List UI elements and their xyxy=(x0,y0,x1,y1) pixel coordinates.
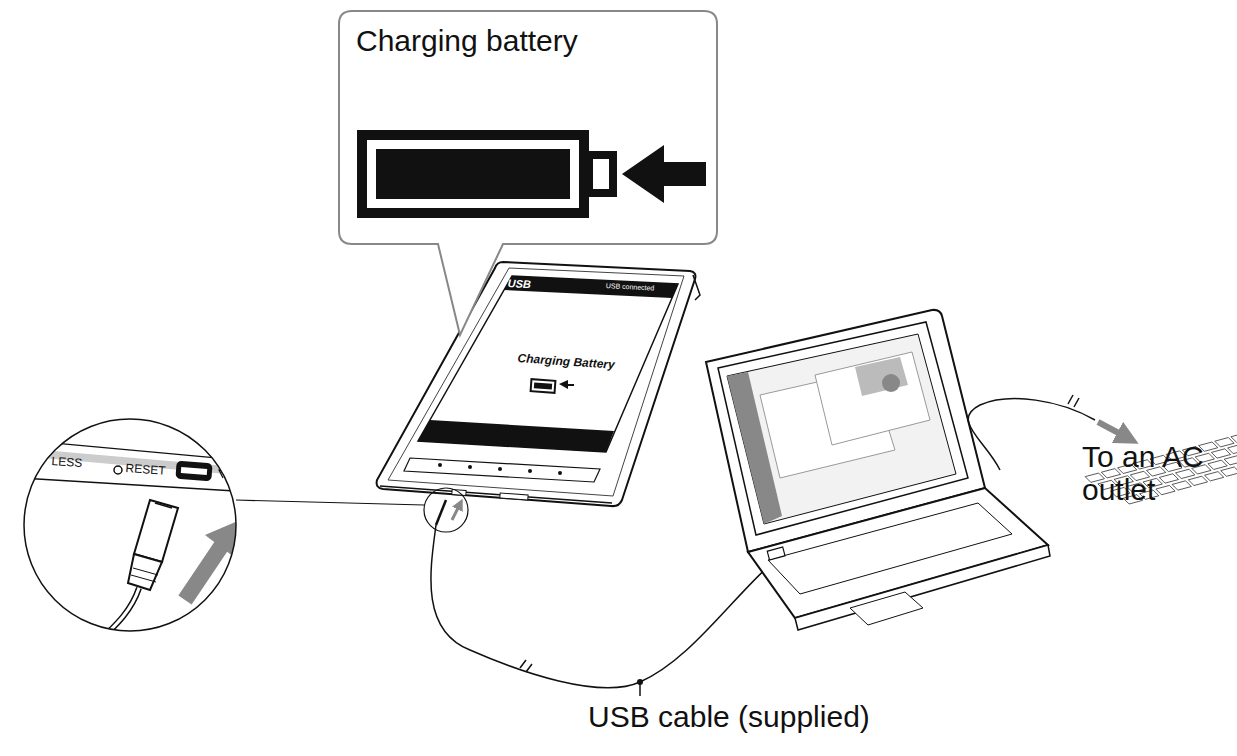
switch-label: LESS xyxy=(51,455,83,470)
reader-device xyxy=(377,262,700,532)
button-label: RESET xyxy=(125,462,166,478)
leader-line xyxy=(639,684,641,696)
outlet-label: To an AC outlet xyxy=(1082,440,1222,506)
outlet-arrow xyxy=(1098,422,1128,438)
screen-status: USB connected xyxy=(606,282,655,292)
port-inset xyxy=(20,410,424,650)
callout-text: Charging battery xyxy=(356,24,700,59)
usb-cable xyxy=(431,525,775,688)
screen-header: USB xyxy=(507,277,531,290)
battery-icon xyxy=(362,135,706,213)
callout-bubble: Charging battery xyxy=(338,10,718,245)
screen-message: Charging Battery xyxy=(517,352,615,372)
power-cable xyxy=(968,399,1095,470)
laptop xyxy=(706,310,1050,630)
cable-label: USB cable (supplied) xyxy=(588,700,870,733)
